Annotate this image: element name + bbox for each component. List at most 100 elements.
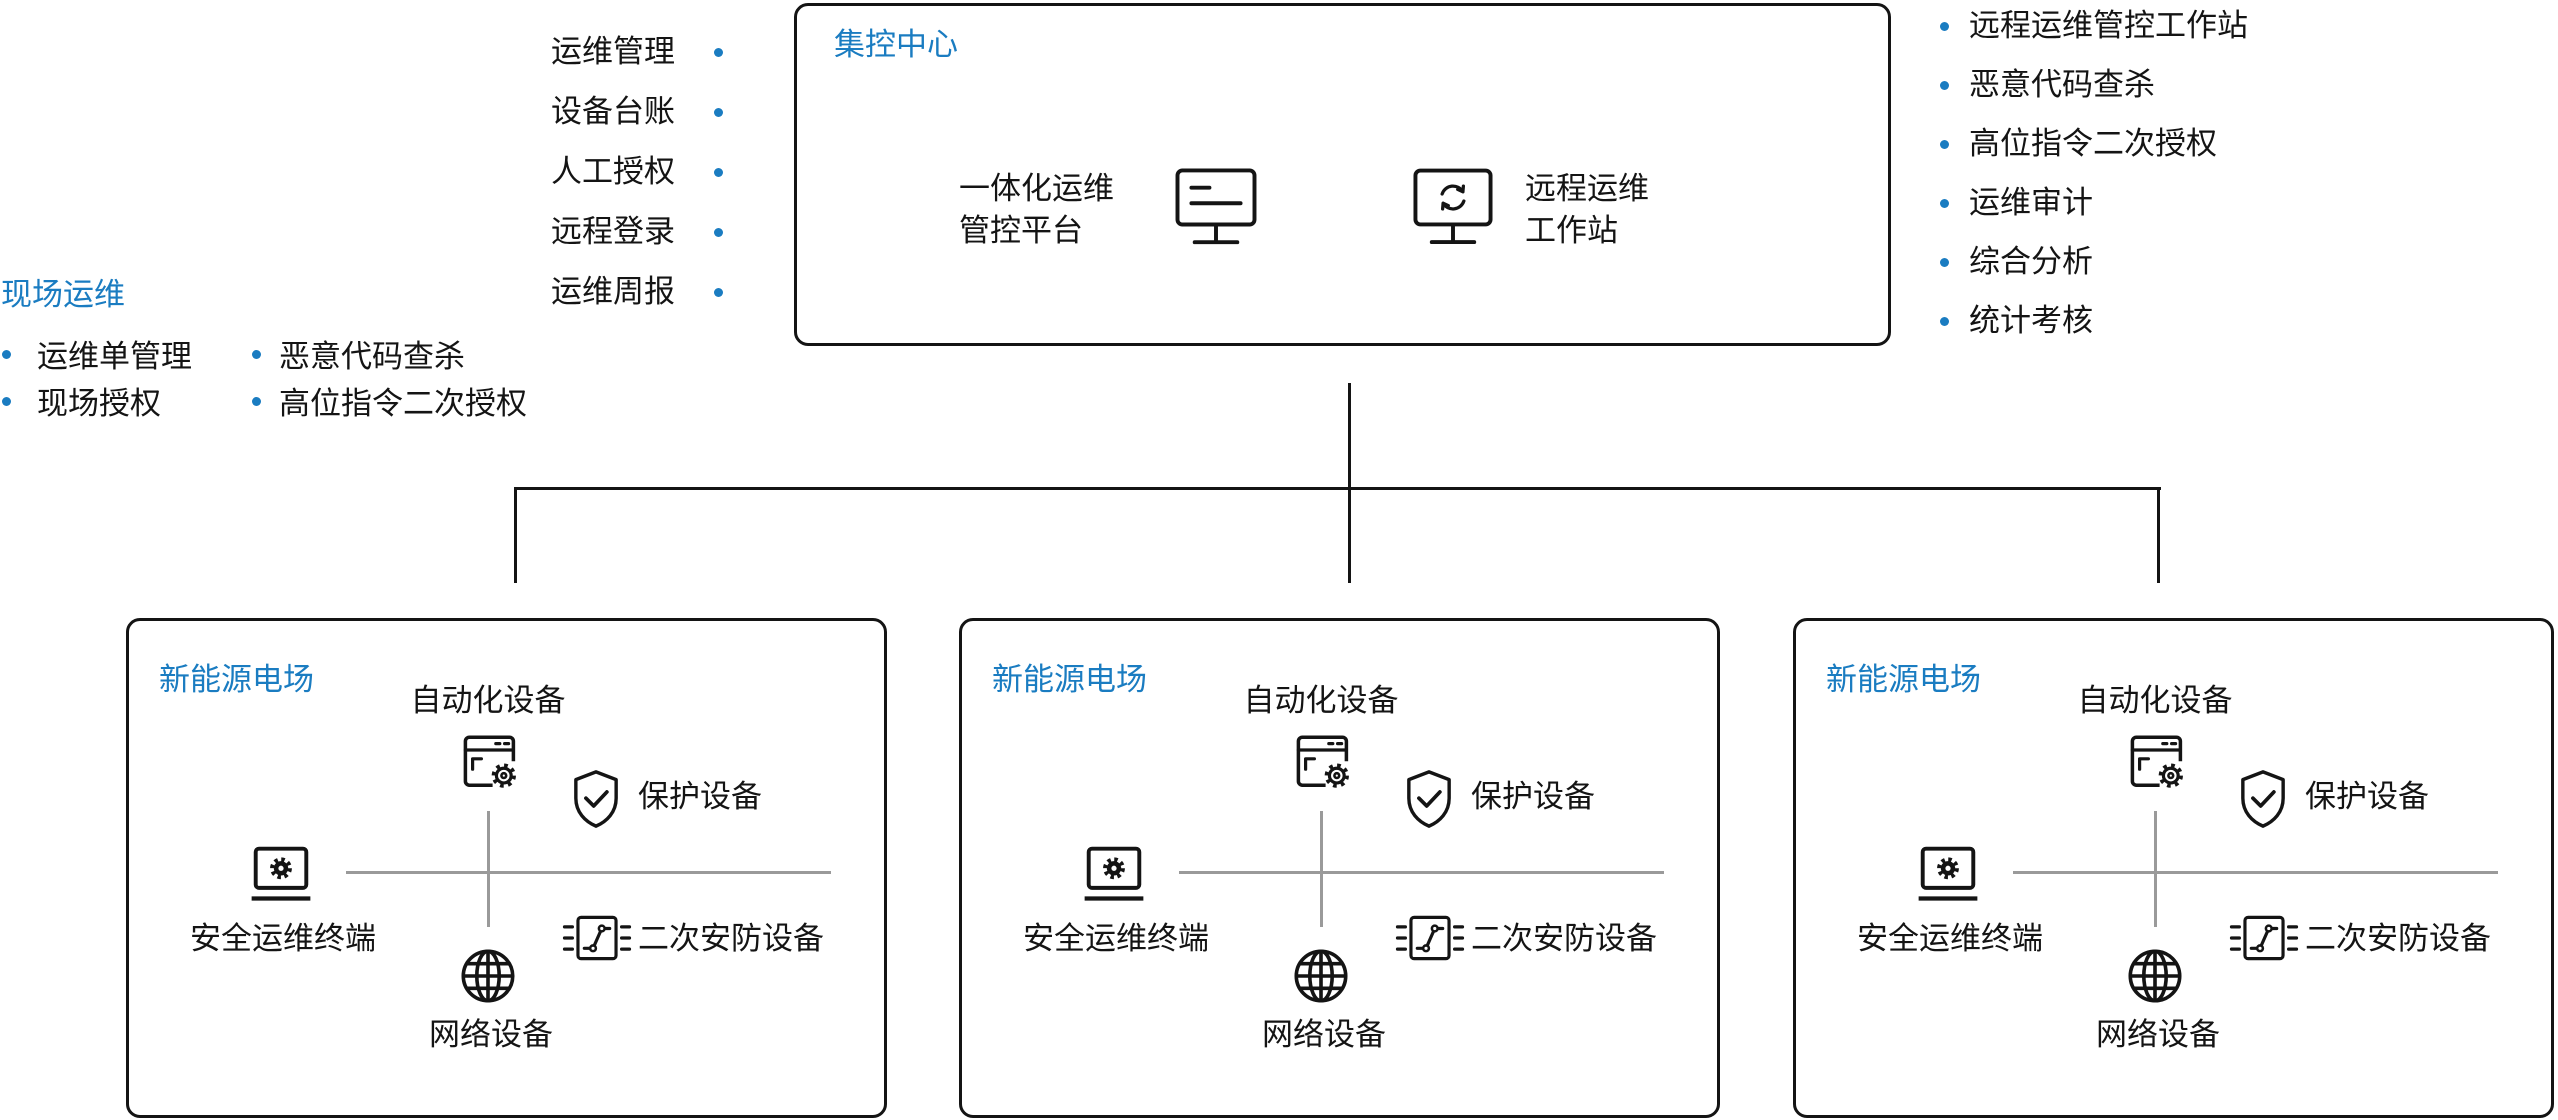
shield-check-icon — [2238, 768, 2288, 830]
connector-drop-right — [2157, 487, 2160, 583]
security-device-label: 二次安防设备 — [1471, 921, 1657, 957]
center-function-list: 运维管理 设备台账 人工授权 远程登录 运维周报 — [500, 22, 723, 322]
list-item-label: 运维审计 — [1969, 185, 2093, 221]
list-item: 远程登录 — [500, 202, 723, 262]
station-box: 新能源电场 自动化设备 保护设备 安全运维终端 网络设备 二次安防设备 — [1793, 618, 2554, 1118]
ops-terminal-label: 安全运维终端 — [190, 921, 376, 957]
bullet — [714, 107, 723, 117]
list-item: 恶意代码查杀 — [252, 334, 527, 381]
cross-line-vertical — [487, 811, 490, 927]
list-item-label: 运维管理 — [551, 33, 675, 70]
bullet — [1940, 199, 1949, 208]
bullet — [1940, 81, 1949, 90]
list-item-label: 统计考核 — [1969, 303, 2093, 339]
workstation-label-line2: 工作站 — [1525, 213, 1618, 249]
cross-line-horizontal — [346, 871, 831, 874]
security-device-label: 二次安防设备 — [2305, 921, 2491, 957]
station-title: 新能源电场 — [992, 662, 1147, 698]
cross-line-vertical — [1320, 811, 1323, 927]
bullet — [2, 397, 11, 406]
workstation-label: 远程运维 工作站 — [1525, 168, 1649, 252]
security-device-icon — [2229, 915, 2299, 961]
list-item: 运维审计 — [1940, 174, 2248, 233]
list-item: 恶意代码查杀 — [1940, 56, 2248, 115]
connector-trunk — [1348, 383, 1351, 583]
shield-check-icon — [571, 768, 621, 830]
cross-line-horizontal — [2013, 871, 2498, 874]
station-title: 新能源电场 — [159, 662, 314, 698]
bullet — [714, 167, 723, 177]
bullet — [2, 350, 11, 359]
protection-device-label: 保护设备 — [638, 779, 762, 815]
bullet — [714, 227, 723, 237]
list-item: 高位指令二次授权 — [1940, 115, 2248, 174]
server-gear-icon — [2129, 734, 2187, 790]
network-device-label: 网络设备 — [429, 1017, 553, 1053]
bullet — [1940, 140, 1949, 149]
list-item-label: 恶意代码查杀 — [1969, 67, 2155, 103]
protection-device-label: 保护设备 — [1471, 779, 1595, 815]
security-device-label: 二次安防设备 — [638, 921, 824, 957]
list-item-label: 运维单管理 — [37, 339, 192, 375]
automation-device-label: 自动化设备 — [2077, 683, 2233, 719]
automation-device-label: 自动化设备 — [410, 683, 566, 719]
list-item-label: 恶意代码查杀 — [279, 339, 465, 375]
list-item-label: 远程登录 — [551, 213, 675, 250]
protection-device-label: 保护设备 — [2305, 779, 2429, 815]
list-item: 现场授权 — [2, 381, 192, 428]
control-center-title: 集控中心 — [834, 27, 958, 63]
ops-terminal-label: 安全运维终端 — [1023, 921, 1209, 957]
list-item: 远程运维管控工作站 — [1940, 0, 2248, 56]
cross-line-vertical — [2154, 811, 2157, 927]
list-item-label: 人工授权 — [551, 153, 675, 190]
platform-label: 一体化运维 管控平台 — [959, 168, 1114, 252]
list-item: 设备台账 — [500, 82, 723, 142]
shield-check-icon — [1404, 768, 1454, 830]
globe-icon — [2127, 948, 2183, 1004]
onsite-list-left: 运维单管理 现场授权 — [2, 334, 192, 428]
globe-icon — [460, 948, 516, 1004]
list-item: 运维单管理 — [2, 334, 192, 381]
server-gear-icon — [462, 734, 520, 790]
globe-icon — [1293, 948, 1349, 1004]
list-item-label: 设备台账 — [551, 93, 675, 130]
monitor-icon — [1175, 168, 1257, 245]
list-item: 统计考核 — [1940, 292, 2248, 351]
bullet — [714, 47, 723, 57]
list-item-label: 综合分析 — [1969, 244, 2093, 280]
workstation-label-line1: 远程运维 — [1525, 171, 1649, 207]
platform-label-line2: 管控平台 — [959, 213, 1083, 249]
network-device-label: 网络设备 — [2096, 1017, 2220, 1053]
list-item-label: 现场授权 — [37, 386, 161, 422]
station-box: 新能源电场 自动化设备 保护设备 安全运维终端 网络设备 二次安防设备 — [126, 618, 887, 1118]
onsite-list-right: 恶意代码查杀 高位指令二次授权 — [252, 334, 527, 428]
onsite-ops-title: 现场运维 — [1, 277, 125, 313]
list-item: 综合分析 — [1940, 233, 2248, 292]
list-item: 高位指令二次授权 — [252, 381, 527, 428]
security-device-icon — [562, 915, 632, 961]
platform-label-line1: 一体化运维 — [959, 171, 1114, 207]
automation-device-label: 自动化设备 — [1243, 683, 1399, 719]
list-item-label: 高位指令二次授权 — [279, 386, 527, 422]
server-gear-icon — [1295, 734, 1353, 790]
list-item-label: 运维周报 — [551, 273, 675, 310]
list-item-label: 远程运维管控工作站 — [1969, 8, 2248, 44]
network-device-label: 网络设备 — [1262, 1017, 1386, 1053]
station-title: 新能源电场 — [1826, 662, 1981, 698]
laptop-gear-icon — [1917, 846, 1979, 902]
bullet — [1940, 258, 1949, 267]
connector-drop-left — [514, 487, 517, 583]
list-item: 运维周报 — [500, 262, 723, 322]
bullet — [252, 350, 261, 359]
list-item-label: 高位指令二次授权 — [1969, 126, 2217, 162]
list-item: 运维管理 — [500, 22, 723, 82]
ops-terminal-label: 安全运维终端 — [1857, 921, 2043, 957]
bullet — [1940, 317, 1949, 326]
laptop-gear-icon — [1083, 846, 1145, 902]
laptop-gear-icon — [250, 846, 312, 902]
connector-bus — [514, 487, 2161, 490]
monitor-refresh-icon — [1413, 168, 1493, 245]
station-box: 新能源电场 自动化设备 保护设备 安全运维终端 网络设备 二次安防设备 — [959, 618, 1720, 1118]
bullet — [1940, 22, 1949, 31]
